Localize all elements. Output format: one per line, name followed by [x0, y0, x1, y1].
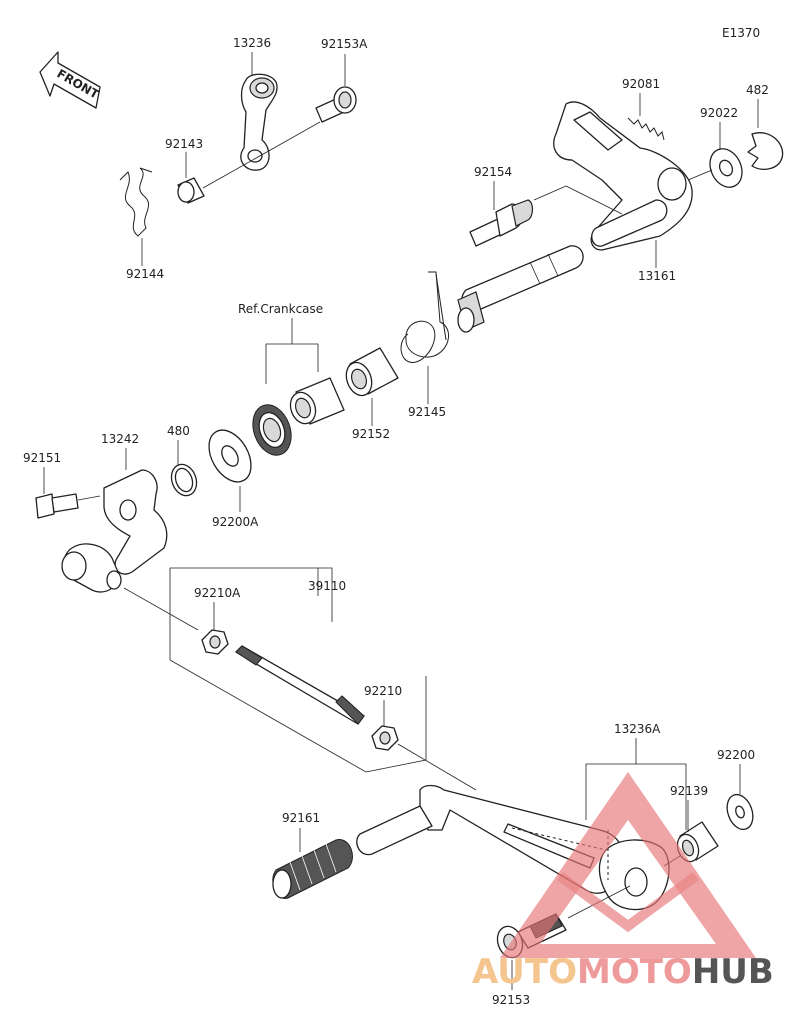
part-92081-spring: [627, 117, 665, 141]
label-480: 480: [167, 424, 190, 438]
part-92143-collar: [177, 177, 205, 204]
watermark-word-auto: AUTO: [472, 952, 577, 992]
label-92081: 92081: [622, 77, 660, 91]
label-92210: 92210: [364, 684, 402, 698]
label-13236A: 13236A: [614, 722, 661, 736]
part-92154-bolt: [469, 199, 534, 247]
label-92145: 92145: [408, 405, 446, 419]
label-92154: 92154: [474, 165, 512, 179]
label-92200: 92200: [717, 748, 755, 762]
part-92200A-washer: [208, 429, 252, 483]
part-92144-spring: [119, 167, 153, 237]
diagram-code: E1370: [722, 26, 760, 40]
label-482: 482: [746, 83, 769, 97]
part-92153A-bolt: [315, 86, 357, 123]
label-13161: 13161: [638, 269, 676, 283]
label-92200A: 92200A: [212, 515, 259, 529]
part-92145-spring: [400, 271, 449, 363]
label-92143: 92143: [165, 137, 203, 151]
watermark-text: AUTOMOTOHUB: [472, 952, 774, 992]
part-92200-washer: [726, 793, 754, 831]
part-482-clip: [747, 132, 784, 170]
label-13242: 13242: [101, 432, 139, 446]
label-92210A: 92210A: [194, 586, 241, 600]
watermark-word-hub: HUB: [692, 952, 774, 992]
part-480-circlip: [170, 463, 198, 497]
part-92151-bolt: [35, 493, 79, 519]
part-92161-rubber: [272, 839, 353, 899]
label-92161: 92161: [282, 811, 320, 825]
part-92152-collar: [345, 347, 399, 397]
part-needle-bearing: [289, 377, 345, 425]
watermark-word-moto: MOTO: [577, 952, 692, 992]
label-92152: 92152: [352, 427, 390, 441]
label-92153: 92153: [492, 993, 530, 1007]
part-92022-washer: [709, 148, 743, 188]
label-92151: 92151: [23, 451, 61, 465]
part-92210A-nut: [201, 629, 229, 655]
watermark-logo: [500, 772, 756, 958]
ref-crankcase-note: Ref.Crankcase: [238, 302, 323, 316]
part-13242-lever: [61, 469, 168, 593]
front-arrow-icon: FRONT: [39, 51, 102, 109]
part-13161-shift-shaft: [457, 101, 693, 333]
part-13236-arm: [240, 73, 278, 171]
part-oil-seal: [252, 404, 292, 456]
label-92153A: 92153A: [321, 37, 368, 51]
part-tie-rod: [235, 645, 365, 725]
label-92022: 92022: [700, 106, 738, 120]
label-92144: 92144: [126, 267, 164, 281]
part-92210-nut: [371, 725, 399, 751]
label-13236: 13236: [233, 36, 271, 50]
label-39110: 39110: [308, 579, 346, 593]
label-92139: 92139: [670, 784, 708, 798]
